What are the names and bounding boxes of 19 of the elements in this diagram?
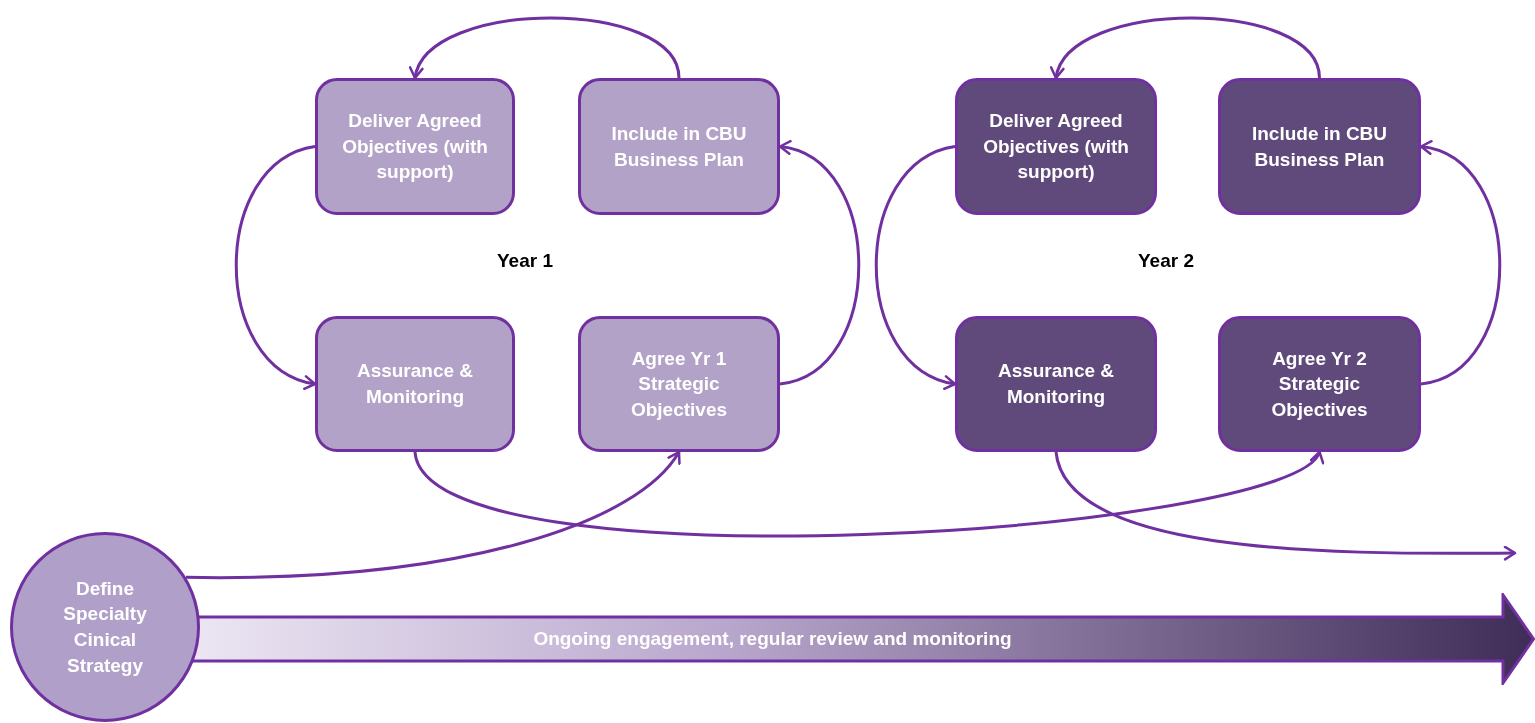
process-box: Include in CBU Business Plan <box>578 78 780 215</box>
process-box: Deliver Agreed Objectives (with support) <box>955 78 1157 215</box>
curved-arrow <box>874 145 957 389</box>
process-box: Agree Yr 1 Strategic Objectives <box>578 316 780 452</box>
curved-arrow <box>411 16 681 80</box>
curved-arrow <box>1054 451 1517 561</box>
year-label: Year 2 <box>1138 250 1194 272</box>
start-circle: Define Specialty Cinical Strategy <box>10 532 200 722</box>
process-box: Deliver Agreed Objectives (with support) <box>315 78 515 215</box>
curved-arrow <box>778 141 861 386</box>
curved-arrow <box>1419 141 1502 386</box>
curved-arrow <box>234 145 317 389</box>
process-box: Assurance & Monitoring <box>955 316 1157 452</box>
year-label: Year 1 <box>497 250 553 272</box>
curved-arrow <box>186 450 681 579</box>
process-box: Assurance & Monitoring <box>315 316 515 452</box>
process-box: Agree Yr 2 Strategic Objectives <box>1218 316 1421 452</box>
curved-arrow <box>1052 16 1321 80</box>
process-box: Include in CBU Business Plan <box>1218 78 1421 215</box>
